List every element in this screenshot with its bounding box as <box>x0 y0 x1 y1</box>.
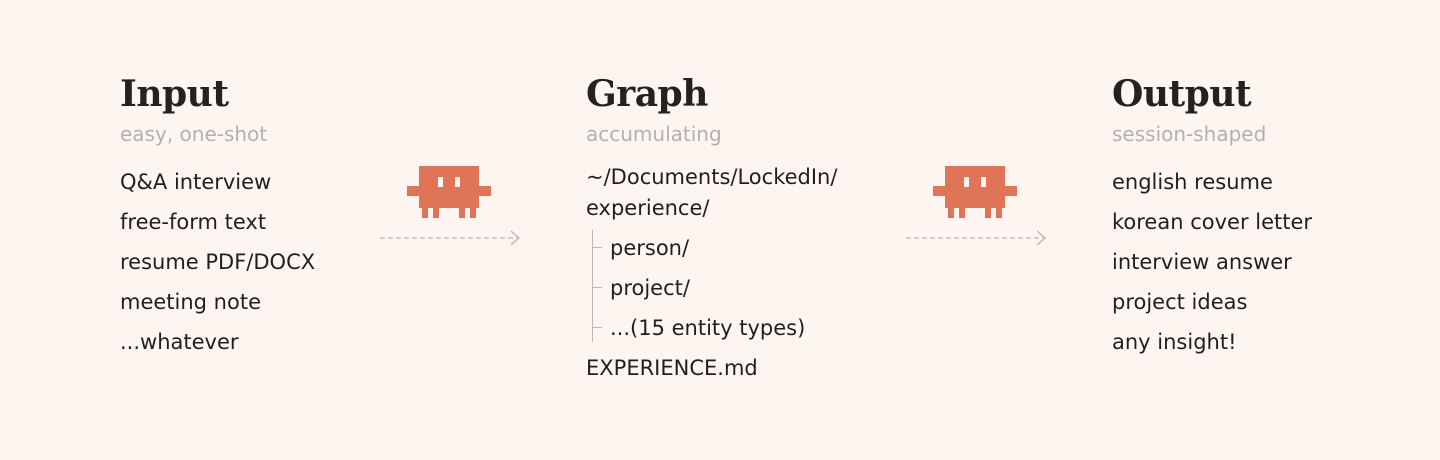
output-item: project ideas <box>1112 290 1248 314</box>
folder-tree: person/ project/ ...(15 entity types) <box>586 228 837 348</box>
input-column: Input easy, one-shot Q&A interview free-… <box>120 72 315 362</box>
tree-item: person/ <box>586 228 837 268</box>
dashed-arrow-icon <box>380 230 521 246</box>
folder-path: ~/Documents/LockedIn/ experience/ <box>586 162 837 224</box>
tree-guide-line <box>592 230 593 342</box>
dashed-arrow-icon <box>906 230 1047 246</box>
graph-title: Graph <box>586 73 708 115</box>
input-item: Q&A interview <box>120 170 272 194</box>
pixel-creature-icon <box>933 166 1017 218</box>
tree-item: ...(15 entity types) <box>586 308 837 348</box>
output-item: korean cover letter <box>1112 210 1313 234</box>
output-item: any insight! <box>1112 330 1237 354</box>
input-item: ...whatever <box>120 330 239 354</box>
input-title: Input <box>120 73 229 115</box>
output-column: Output session-shaped english resume kor… <box>1112 72 1312 362</box>
tree-branch-tick <box>592 287 602 288</box>
output-item: english resume <box>1112 170 1273 194</box>
input-item: resume PDF/DOCX <box>120 250 316 274</box>
tree-branch-tick <box>592 327 602 328</box>
experience-file: EXPERIENCE.md <box>586 356 758 380</box>
tree-item: project/ <box>586 268 837 308</box>
output-title: Output <box>1112 73 1252 115</box>
tree-item-label: person/ <box>610 236 690 260</box>
input-item: meeting note <box>120 290 261 314</box>
graph-subtitle: accumulating <box>586 122 722 146</box>
tree-item-label: ...(15 entity types) <box>610 316 806 340</box>
input-item: free-form text <box>120 210 267 234</box>
graph-column: Graph accumulating ~/Documents/LockedIn/… <box>586 72 837 388</box>
input-subtitle: easy, one-shot <box>120 122 268 146</box>
output-item: interview answer <box>1112 250 1292 274</box>
folder-path-line: experience/ <box>586 196 710 220</box>
tree-branch-tick <box>592 247 602 248</box>
output-subtitle: session-shaped <box>1112 122 1267 146</box>
pixel-creature-icon <box>407 166 491 218</box>
folder-path-line: ~/Documents/LockedIn/ <box>586 165 838 189</box>
tree-item-label: project/ <box>610 276 690 300</box>
